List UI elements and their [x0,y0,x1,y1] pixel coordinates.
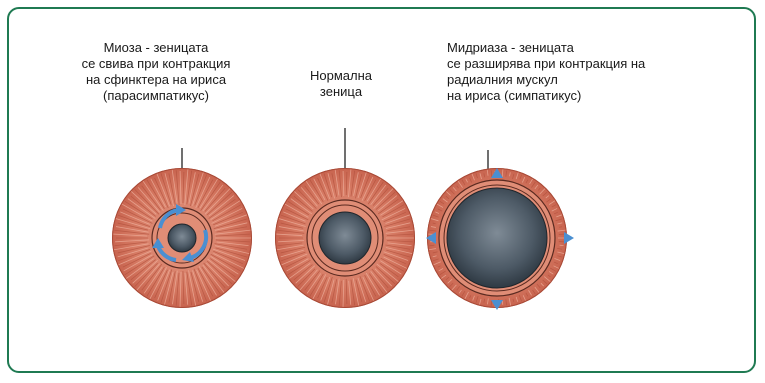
mydriasis-eye [427,168,567,308]
miosis-eye [112,168,252,308]
pupil [447,188,547,288]
normal-eye [275,168,415,308]
arrow-right-icon [564,232,574,244]
iris-fiber [559,227,562,228]
pupil [168,224,196,252]
pupil [319,212,371,264]
iris-fiber [429,245,434,246]
